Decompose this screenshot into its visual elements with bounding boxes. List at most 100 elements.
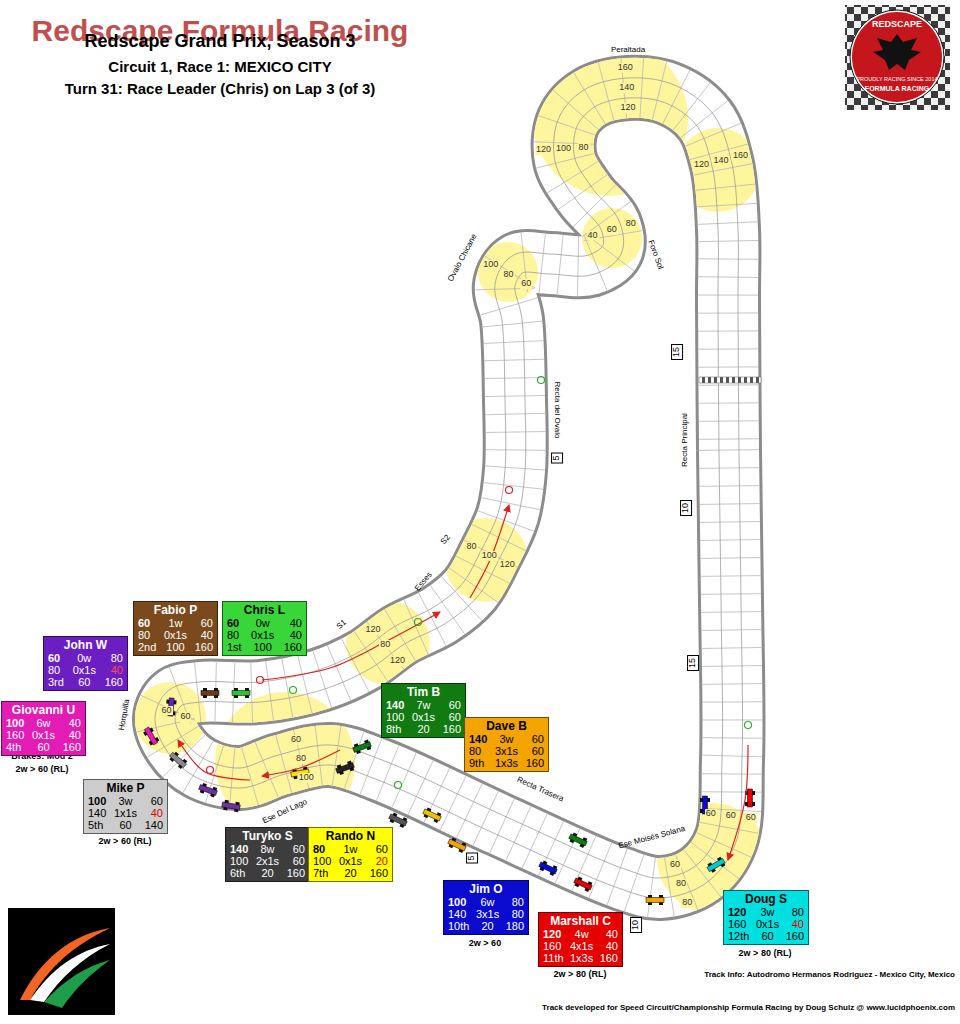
lane-tick [440, 776, 466, 830]
stat-cell: 3w [114, 795, 137, 807]
lane-tick [574, 73, 605, 124]
lane-tick [419, 593, 447, 646]
stat-cell: 20 [339, 867, 362, 879]
corner-speed: 160 [617, 63, 634, 73]
stat-grid: 1006w401600x1s404th60160 [6, 717, 81, 753]
race-car [352, 739, 372, 755]
track-name: Recta del Ovalo [553, 382, 562, 439]
stat-cell: 12th [728, 930, 749, 942]
lane-tick [255, 742, 278, 797]
stat-cell: 160 [63, 741, 81, 753]
lane-tick [703, 719, 763, 720]
stat-cell: 60 [32, 741, 55, 753]
stat-cell: 3w [756, 906, 779, 918]
driver-name: Mike P [88, 781, 163, 795]
lane-tick [700, 822, 759, 833]
corner-speed: 60 [606, 225, 618, 235]
car-body [423, 809, 441, 821]
car-body [169, 752, 186, 767]
stat-cell: 60 [526, 745, 544, 757]
lane-line [155, 78, 743, 898]
stat-cell: 160 [600, 952, 618, 964]
race-car [447, 837, 468, 854]
distance-marker: 10 [680, 500, 692, 516]
lane-tick [384, 609, 415, 660]
car-body [222, 802, 241, 810]
lane-tick [449, 568, 498, 603]
turn-dots [207, 377, 752, 789]
lane-tick [702, 773, 762, 775]
lane-tick [242, 747, 259, 805]
stat-grid: 1408w601002x1s606th20160 [230, 843, 305, 879]
lane-tick [194, 662, 200, 722]
stat-cell: 100 [6, 717, 24, 729]
track-name: Horquilla [118, 699, 132, 732]
driver-card: Tim B1407w601000x1s608th20160 [381, 683, 466, 738]
stat-cell: 40 [600, 940, 618, 952]
corner-speed: 60 [161, 706, 173, 716]
car-body [448, 839, 466, 851]
stat-cell: 8w [256, 843, 279, 855]
stat-grid: 601w60800x1s402nd100160 [138, 617, 213, 653]
lane-tick [702, 683, 762, 685]
driver-name: Doug S [728, 892, 804, 906]
corner-speed: 60 [669, 860, 681, 870]
stat-cell: 0x1s [339, 855, 362, 867]
stat-cell: 40 [145, 807, 163, 819]
driver-name: Turyko S [230, 829, 305, 843]
lane-tick [282, 659, 293, 718]
driver-name: Tim B [386, 685, 461, 699]
driver-card: Giovanni U1006w401600x1s404th60160 [1, 701, 86, 756]
stat-cell: 3rd [48, 676, 64, 688]
track-wall [165, 88, 733, 888]
lane-tick [698, 348, 758, 349]
stat-cell: 3x1s [495, 745, 518, 757]
lane-tick [589, 843, 612, 898]
lane-tick [392, 753, 416, 808]
track-name: Recta Principal [681, 413, 690, 467]
stat-grid: 1003w601401x1s405th60140 [88, 795, 163, 831]
stat-cell: 80 [506, 908, 524, 920]
subtitle: Circuit 1, Race 1: MEXICO CITY [108, 59, 331, 76]
lane-tick [332, 726, 340, 785]
corner-speed: 100 [481, 551, 498, 561]
turn-dot [506, 487, 513, 494]
corner-speed: 80 [503, 270, 515, 280]
stat-cell: 5th [88, 819, 106, 831]
corner-speed: 100 [555, 144, 572, 154]
lane-tick [558, 175, 607, 210]
logo-text: REDSCAPE [872, 20, 922, 30]
stat-cell: 60 [756, 930, 779, 942]
lane-tick [456, 784, 482, 838]
car-body [646, 898, 664, 903]
lane-tick [699, 449, 759, 451]
stat-cell: 0w [73, 652, 96, 664]
start-line [699, 377, 761, 383]
lane-tick [624, 855, 644, 912]
logo-text: PROUDLY RACING SINCE 2014 [856, 76, 937, 82]
lane-tick [354, 631, 388, 681]
lane-tick [481, 498, 540, 510]
stat-cell: 60 [443, 699, 461, 711]
turn-dot [290, 687, 297, 694]
lane-tick [702, 647, 762, 648]
stat-cell: 20 [476, 920, 499, 932]
stat-cell: 160 [728, 918, 749, 930]
swoosh-green [44, 960, 110, 1008]
lane-tick [251, 663, 253, 723]
driver-note: 2w > 60 [469, 939, 501, 949]
stat-cell: 4w [570, 928, 593, 940]
lane-tick [473, 791, 498, 845]
car-body [748, 789, 753, 807]
stat-cell: 1x3s [495, 757, 518, 769]
stat-cell: 100 [230, 855, 248, 867]
race-car [568, 832, 589, 849]
stat-cell: 40 [195, 629, 213, 641]
credit-line: Track developed for Speed Circuit/Champi… [542, 1004, 955, 1013]
stat-cell: 160 [443, 723, 461, 735]
lane-tick [480, 298, 537, 315]
stat-cell: 160 [284, 641, 302, 653]
stat-cell: 6w [32, 717, 55, 729]
stat-cell: 100 [386, 711, 404, 723]
